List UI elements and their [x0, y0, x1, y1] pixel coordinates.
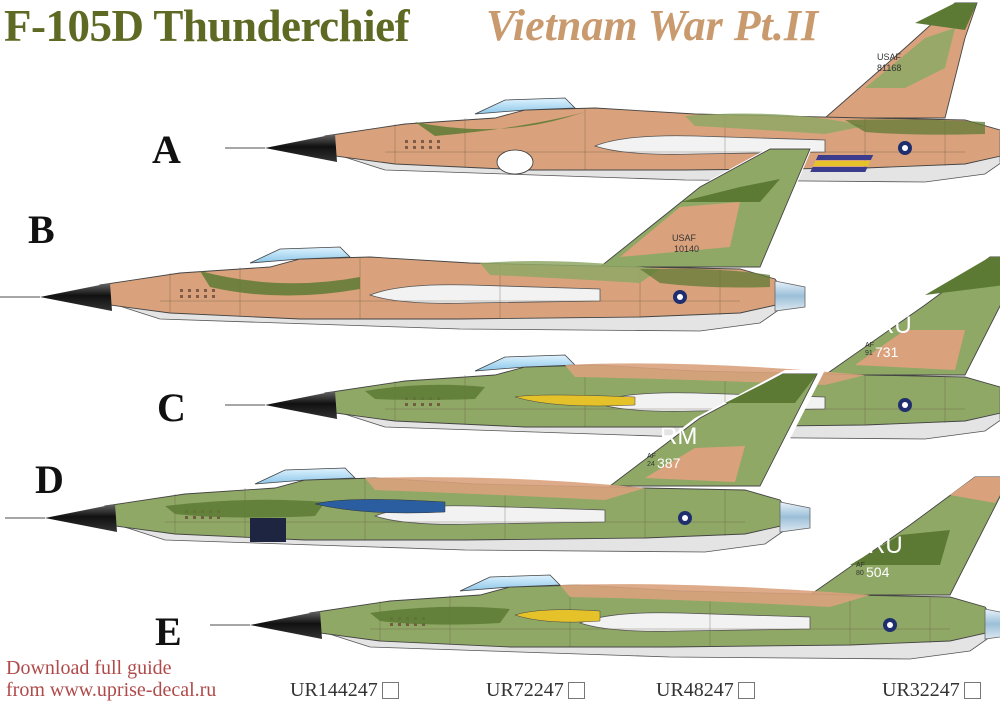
- product-code-label: UR48247: [656, 679, 734, 701]
- svg-text:AF: AF: [647, 453, 656, 460]
- svg-text:AF: AF: [865, 342, 874, 349]
- download-guide-link[interactable]: from www.uprise-decal.ru: [6, 679, 217, 701]
- aircraft-c: RU AF 91 731: [224, 256, 1000, 440]
- download-guide-line1: Download full guide: [6, 657, 172, 679]
- svg-text:24: 24: [647, 461, 655, 468]
- product-code-144: UR144247: [290, 679, 399, 701]
- aircraft-d: RM AF 24 387: [4, 370, 825, 553]
- product-checkbox-72[interactable]: [567, 681, 585, 699]
- svg-text:RM: RM: [660, 423, 697, 450]
- svg-text:USAF: USAF: [672, 233, 697, 243]
- product-code-48: UR48247: [656, 679, 755, 701]
- download-guide-note: Download full guide from www.uprise-deca…: [6, 657, 216, 701]
- product-code-72: UR72247: [486, 679, 585, 701]
- product-code-label: UR32247: [882, 679, 960, 701]
- svg-text:80: 80: [856, 570, 864, 577]
- svg-text:AF: AF: [856, 562, 865, 569]
- label-b: B: [28, 207, 55, 252]
- svg-text:731: 731: [875, 344, 899, 360]
- label-d: D: [35, 457, 64, 502]
- product-checkbox-48[interactable]: [737, 681, 755, 699]
- page-title: F-105D Thunderchief: [4, 1, 410, 51]
- svg-text:81168: 81168: [877, 63, 901, 73]
- svg-text:RU: RU: [877, 312, 912, 339]
- aircraft-a: USAF 81168: [224, 2, 1000, 183]
- label-a: A: [152, 127, 181, 172]
- product-checkbox-144[interactable]: [381, 681, 399, 699]
- svg-text:504: 504: [866, 564, 890, 580]
- svg-text:91: 91: [865, 350, 873, 357]
- svg-text:387: 387: [657, 455, 681, 471]
- aircraft-b: USAF 10140: [0, 147, 874, 332]
- label-e: E: [155, 609, 182, 654]
- product-checkbox-32[interactable]: [963, 681, 981, 699]
- svg-text:USAF: USAF: [877, 52, 902, 62]
- label-c: C: [157, 385, 186, 430]
- page-subtitle: Vietnam War Pt.II: [486, 1, 819, 50]
- product-code-label: UR144247: [290, 679, 378, 701]
- svg-text:RU: RU: [868, 532, 903, 559]
- aircraft-e: RU AF 80 504: [209, 476, 1000, 660]
- svg-text:10140: 10140: [674, 244, 699, 254]
- product-code-label: UR72247: [486, 679, 564, 701]
- product-code-32: UR32247: [882, 679, 981, 701]
